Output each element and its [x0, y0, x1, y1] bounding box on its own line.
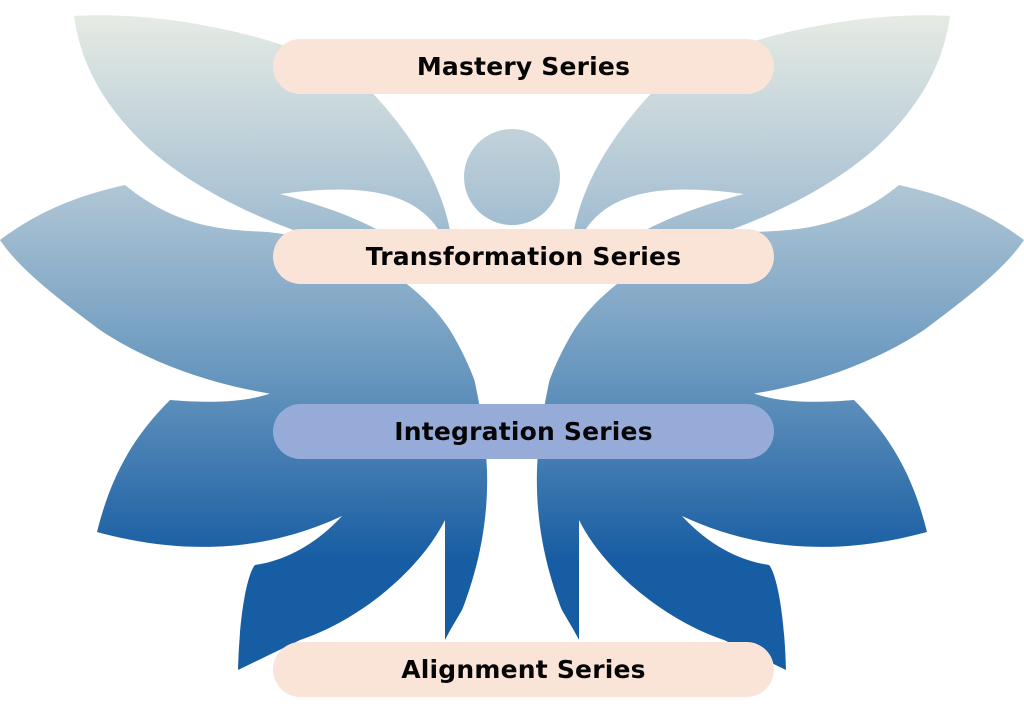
head-shape	[464, 129, 560, 225]
alignment-series-label: Alignment Series	[273, 642, 774, 697]
body-gap	[440, 300, 584, 660]
series-label-text: Mastery Series	[416, 52, 631, 81]
left-upper-petal	[74, 15, 450, 260]
integration-series-label: Integration Series	[273, 404, 774, 459]
series-label-text: Transformation Series	[365, 242, 682, 271]
transformation-series-label: Transformation Series	[273, 229, 774, 284]
mastery-series-label: Mastery Series	[273, 39, 774, 94]
series-label-text: Integration Series	[394, 417, 653, 446]
series-label-text: Alignment Series	[401, 655, 646, 684]
right-upper-petal	[574, 15, 950, 260]
